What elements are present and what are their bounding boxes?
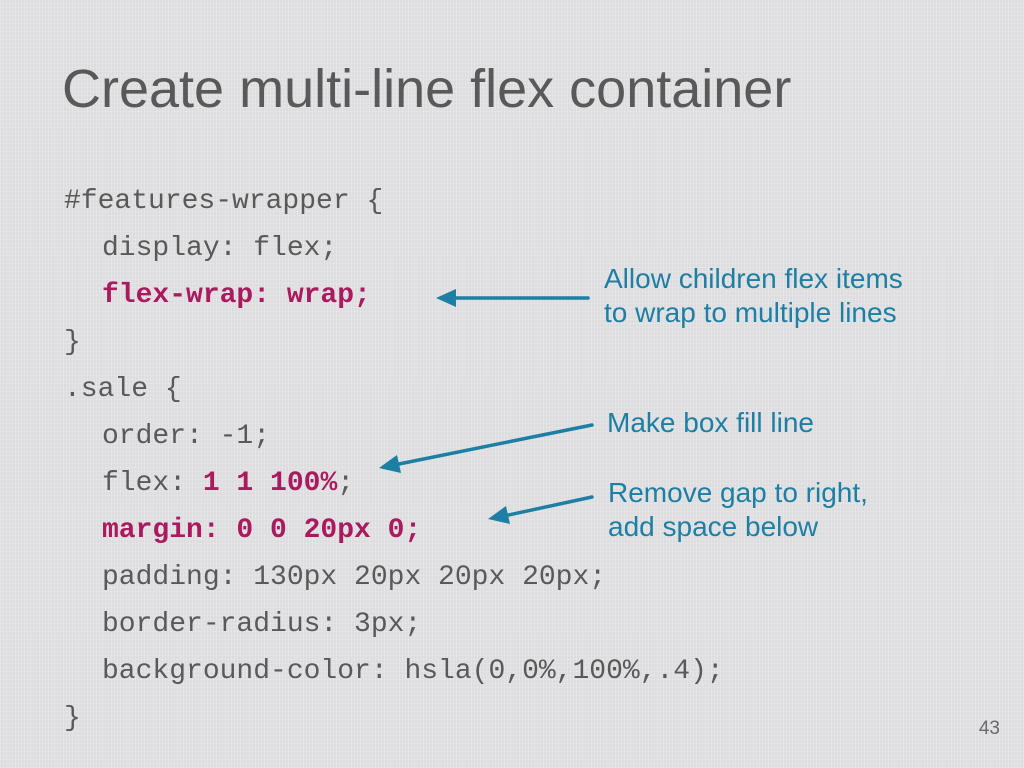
code-block: #features-wrapper { display: flex; flex-… [64,178,884,742]
code-line-8-highlighted: margin: 0 0 20px 0; [102,515,422,546]
arrow-fill-shaft [392,423,594,467]
annotation-fill-line-1: Make box fill line [607,407,814,438]
code-line-7-value-highlighted: 1 1 100% [202,468,338,499]
code-line-1: #features-wrapper { [64,186,384,217]
arrow-wrap-head [436,289,456,307]
code-line-5: .sale { [64,374,182,405]
annotation-wrap-line-2: to wrap to multiple lines [604,297,897,328]
annotation-fill: Make box fill line [607,406,814,440]
annotation-margin: Remove gap to right, add space below [608,476,868,544]
code-line-3-highlighted: flex-wrap: wrap; [102,280,371,311]
annotation-margin-line-2: add space below [608,511,819,542]
annotation-wrap: Allow children flex items to wrap to mul… [604,262,903,330]
code-line-7: flex: 1 1 100%; [64,460,884,507]
arrow-fill-head [379,455,401,473]
arrow-icon [488,495,594,524]
arrow-margin-head [488,506,510,524]
code-line-12: } [64,703,81,734]
code-line-11: background-color: hsla(0,0%,100%,.4); [102,656,724,687]
page-number: 43 [978,718,1000,739]
arrow-icon [379,423,594,473]
code-line-7-end: ; [337,468,355,499]
annotation-wrap-line-1: Allow children flex items [604,263,903,294]
annotation-margin-line-1: Remove gap to right, [608,477,868,508]
code-line-2: display: flex; [102,233,338,264]
code-line-9: padding: 130px 20px 20px 20px; [102,562,607,593]
code-line-10: border-radius: 3px; [102,609,422,640]
code-line-7-property: flex: [102,468,203,499]
code-line-4: } [64,327,81,358]
arrow-icon [436,289,590,307]
slide-title: Create multi-line flex container [62,59,792,119]
code-line-6: order: -1; [102,421,271,452]
arrow-margin-shaft [502,495,594,518]
